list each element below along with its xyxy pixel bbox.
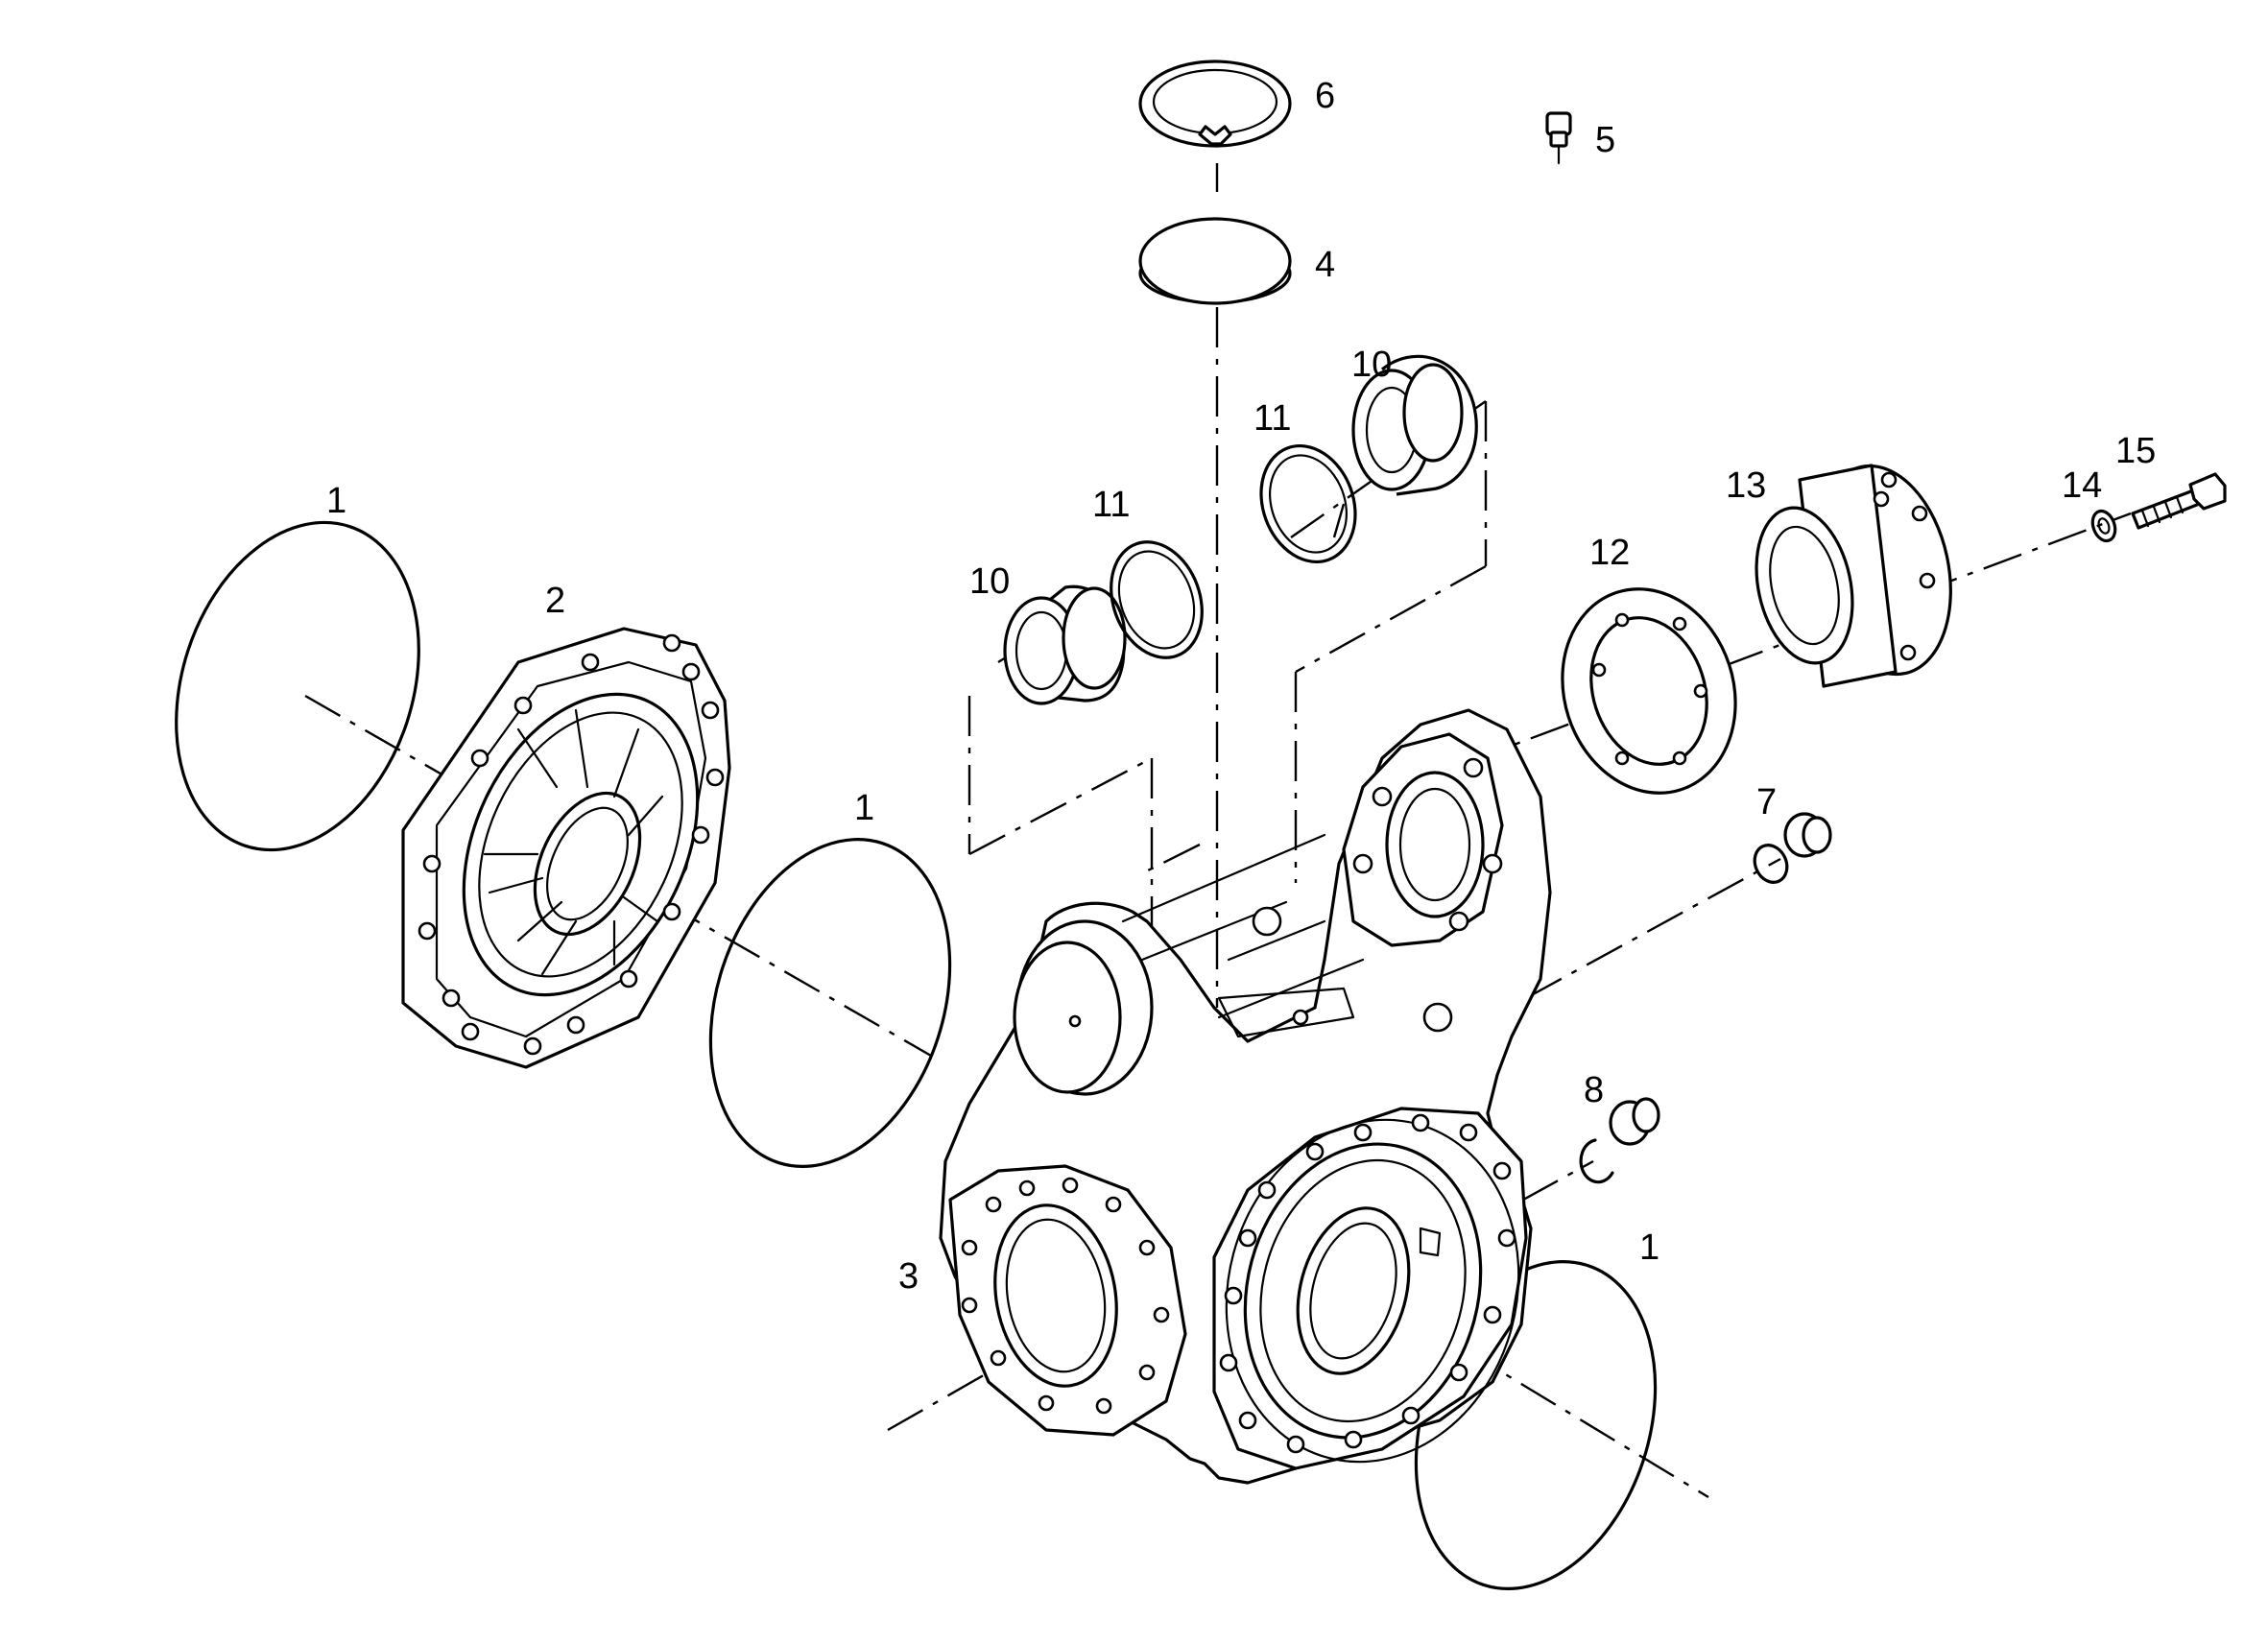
callout-15: 15 bbox=[2115, 431, 2156, 471]
callout-1-middle: 1 bbox=[854, 788, 874, 828]
bolt-part-15 bbox=[2131, 472, 2227, 530]
callout-10-upper: 10 bbox=[1351, 345, 1392, 385]
callout-6: 6 bbox=[1315, 76, 1335, 116]
cap-part-4 bbox=[1138, 217, 1292, 305]
plug-part-8 bbox=[1579, 1097, 1660, 1184]
callout-1-left: 1 bbox=[326, 481, 346, 521]
plug-part-5 bbox=[1545, 111, 1572, 165]
bushing-part-10-upper bbox=[1351, 354, 1478, 496]
bushing-part-10-lower bbox=[1003, 584, 1127, 705]
flange-cap-part-13 bbox=[1755, 464, 1952, 688]
washer-part-14 bbox=[2090, 509, 2117, 543]
cover-part-2 bbox=[401, 627, 731, 1069]
callout-11-upper: 11 bbox=[1253, 398, 1291, 439]
callout-13: 13 bbox=[1726, 465, 1766, 506]
callout-11-lower: 11 bbox=[1092, 485, 1130, 525]
callout-2: 2 bbox=[545, 581, 565, 621]
callout-10-lower: 10 bbox=[969, 561, 1010, 602]
o-ring-part-1-left bbox=[175, 520, 420, 852]
callout-12: 12 bbox=[1589, 533, 1630, 573]
callout-1-right: 1 bbox=[1639, 1227, 1659, 1268]
housing-part-3 bbox=[939, 708, 1552, 1485]
o-ring-part-11-upper bbox=[1259, 443, 1357, 564]
callout-7: 7 bbox=[1756, 782, 1777, 822]
o-ring-part-1-middle bbox=[708, 838, 952, 1168]
callout-8: 8 bbox=[1584, 1070, 1604, 1110]
o-ring-part-11-lower bbox=[1110, 540, 1204, 659]
plug-part-7 bbox=[1753, 812, 1832, 884]
callout-5: 5 bbox=[1595, 120, 1615, 160]
circlip-part-6 bbox=[1138, 60, 1292, 148]
shim-part-12 bbox=[1561, 587, 1737, 795]
callout-3: 3 bbox=[898, 1256, 919, 1297]
callout-4: 4 bbox=[1315, 245, 1335, 285]
callout-14: 14 bbox=[2062, 465, 2102, 506]
callout-labels: 1 1 1 2 3 4 5 6 7 8 10 10 11 11 12 13 14… bbox=[326, 76, 2156, 1297]
